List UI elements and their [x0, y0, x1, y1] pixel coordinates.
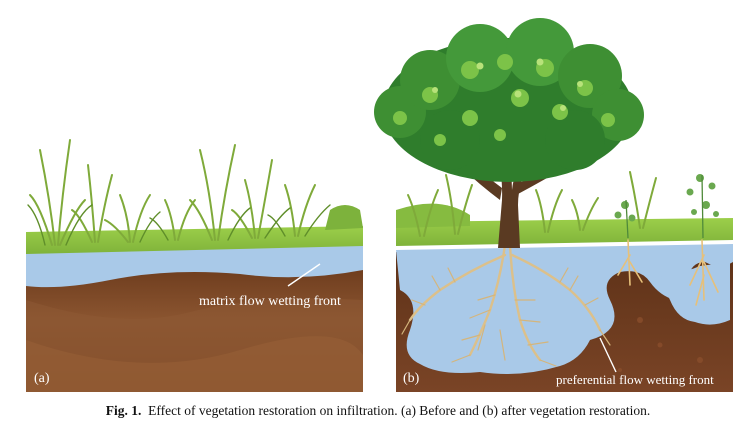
panel-b-tree-crown: [374, 18, 644, 182]
panel-b-tag: (b): [403, 371, 420, 386]
panel-a-tag: (a): [34, 371, 50, 386]
panel-a-annotation: matrix flow wetting front: [199, 294, 341, 309]
panel-b-herbs: [614, 174, 719, 222]
panel-a: [26, 139, 363, 392]
figure-caption: Fig. 1. Effect of vegetation restoration…: [0, 403, 756, 419]
panel-a-pointer: [287, 263, 321, 287]
panel-a-grass-tufts: [29, 139, 316, 246]
panel-b: [374, 18, 733, 392]
panel-b-grass-tufts: [407, 171, 657, 237]
panel-b-annotation: preferential flow wetting front: [556, 372, 714, 387]
caption-text: Effect of vegetation restoration on infi…: [148, 403, 651, 418]
panel-a-water-layer: [26, 244, 363, 288]
panel-b-pointer: [599, 337, 617, 373]
panel-b-grass-surface: [396, 218, 733, 246]
panel-a-grass-surface: [26, 226, 363, 254]
caption-label: Fig. 1.: [105, 403, 142, 418]
